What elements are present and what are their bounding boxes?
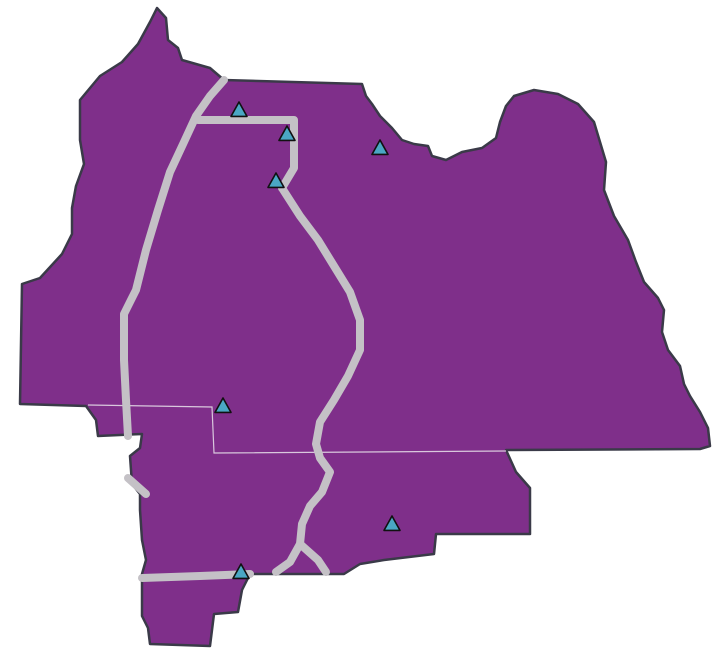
site-marker-icon[interactable]: [232, 563, 250, 580]
highway-notch-segment: [124, 474, 150, 498]
region-polygon[interactable]: [18, 6, 712, 648]
internal-boundary-upper: [87, 404, 507, 454]
highway-south: [138, 570, 254, 582]
marker-layer: [214, 101, 401, 580]
highway-north-connector: [194, 116, 298, 192]
site-marker-icon[interactable]: [267, 172, 285, 189]
highway-southeast-branch: [296, 540, 330, 576]
site-marker-icon[interactable]: [371, 139, 389, 156]
site-marker-icon[interactable]: [230, 101, 248, 118]
highway-west: [120, 76, 228, 440]
highway-central: [272, 184, 364, 576]
site-marker-icon[interactable]: [383, 515, 401, 532]
site-marker-icon[interactable]: [278, 125, 296, 142]
site-marker-icon[interactable]: [214, 397, 232, 414]
